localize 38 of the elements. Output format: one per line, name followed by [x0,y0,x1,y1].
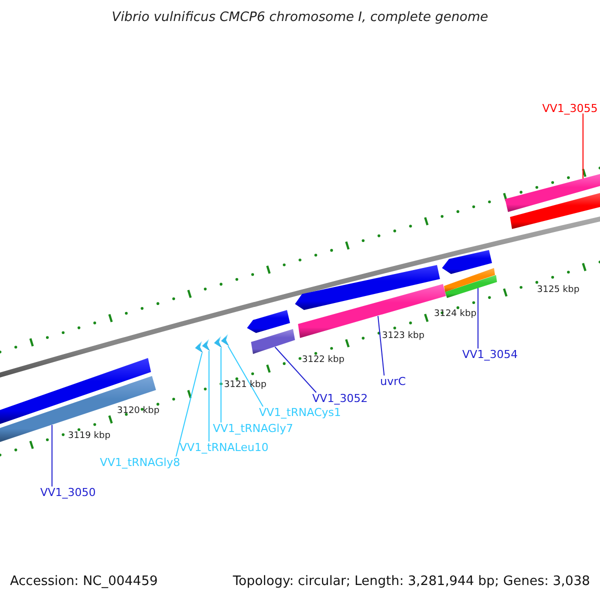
trna-gene-marker [202,339,210,351]
gene-bar [444,268,495,292]
trna-gene-marker [214,336,222,348]
gene-label: VV1_tRNAGly7 [212,422,294,434]
gene-bar [442,250,492,274]
gene-label: VV1_3050 [40,486,96,498]
scale-label: 3124 kbp [434,310,476,319]
leader-line [274,346,317,393]
gene-bar [247,310,290,333]
gene-bar [505,174,600,212]
scale-label: 3123 kbp [382,332,424,341]
gene-bar [510,193,600,229]
gene-bar [445,275,497,298]
scale-label: 3120 kbp [117,407,160,416]
gene-label: VV1_tRNACys1 [259,406,341,418]
trna-gene-marker [195,341,203,353]
gene-bar [295,265,440,310]
scale-label: 3121 kbp [224,381,266,390]
leader-line [378,316,385,376]
gene-label: VV1_tRNAGly8 [100,456,180,468]
gene-bar [251,329,295,354]
gene-label: VV1_tRNALeu10 [180,442,268,452]
scale-label: 3122 kbp [302,356,344,365]
leader-line [220,348,222,423]
leader-line [582,113,584,180]
leader-line [176,352,202,457]
gene-label: VV1_3052 [312,392,368,404]
leader-line [208,350,210,442]
gene-label: VV1_3055 [542,102,598,114]
scale-label: 3119 kbp [68,432,110,441]
gene-label: VV1_3054 [462,348,518,360]
footer-text: Topology: circular; Length: 3,281,944 bp; Genes: 3,038 [232,575,590,588]
trna-gene-marker [221,334,229,346]
footer-text: Accession: NC_004459 [10,575,158,588]
map-title: Vibrio vulnificus CMCP6 chromosome I, complete genome [110,11,490,24]
leader-line [228,346,264,407]
scale-label: 3125 kbp [537,286,580,295]
gene-label: uvrC [380,376,406,386]
